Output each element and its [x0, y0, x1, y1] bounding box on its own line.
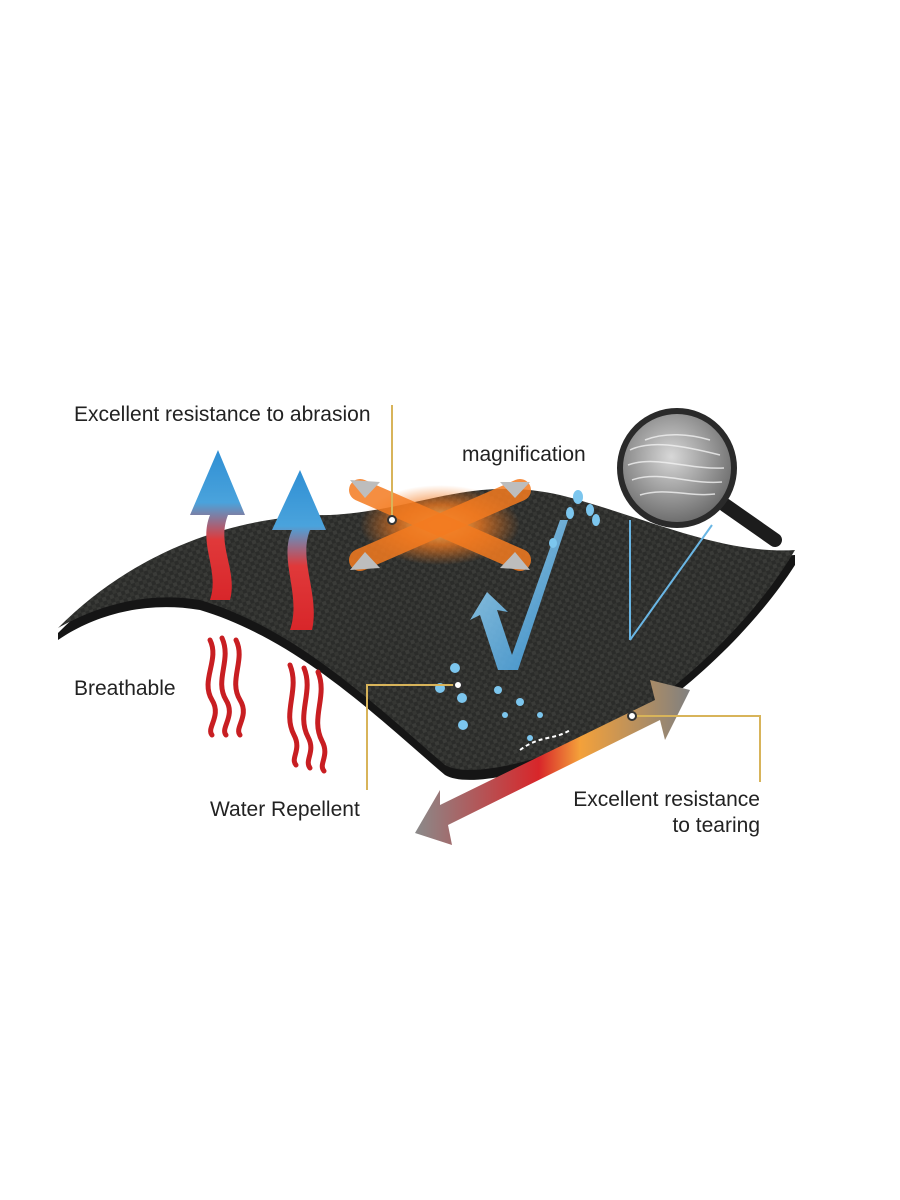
- breathable-label: Breathable: [74, 676, 176, 702]
- tearing-label-line1: Excellent resistance: [560, 787, 760, 813]
- abrasion-label: Excellent resistance to abrasion: [74, 402, 371, 428]
- magnification-label: magnification: [462, 442, 586, 468]
- abrasion-cross-icon: [350, 480, 530, 570]
- water-repellent-label: Water Repellent: [210, 797, 360, 823]
- tearing-label-line2: to tearing: [560, 813, 760, 839]
